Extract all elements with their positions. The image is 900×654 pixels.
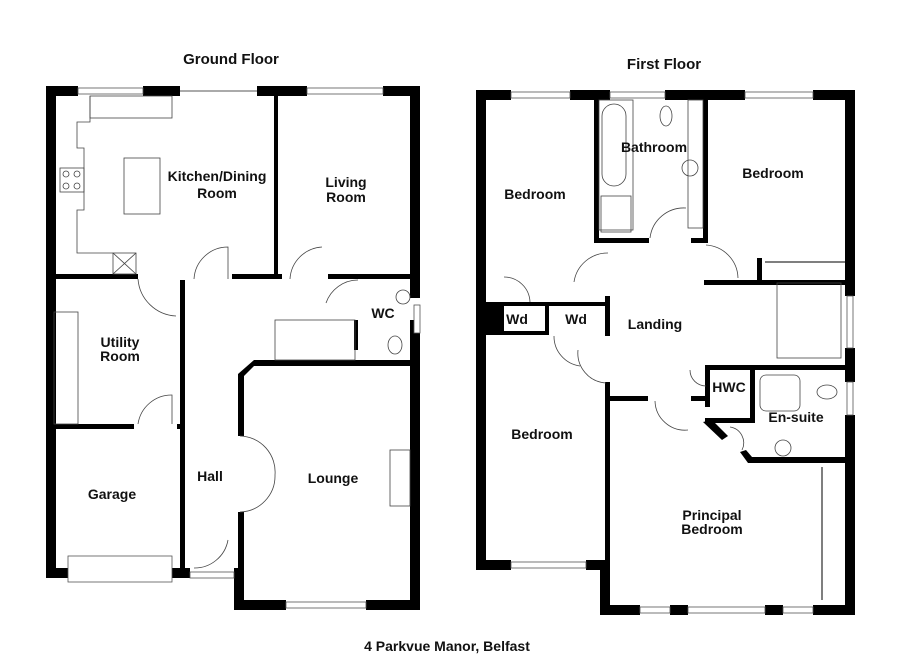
room-label-bathroom: Bathroom	[621, 139, 687, 155]
room-label-hall: Hall	[197, 468, 223, 484]
ground-floor-plan: Ground Floor	[46, 51, 421, 610]
room-label-wc: WC	[371, 305, 394, 321]
ground-floor-title: Ground Floor	[183, 51, 279, 68]
room-label-living-2: Room	[326, 189, 366, 205]
room-label-bedroom-right: Bedroom	[742, 165, 803, 181]
room-label-kitchen-dining-2: Room	[197, 185, 237, 201]
first-floor-title: First Floor	[627, 56, 701, 73]
room-label-wardrobe-1: Wd	[506, 311, 528, 327]
room-label-hwc: HWC	[712, 379, 745, 395]
room-label-principal-bedroom-2: Bedroom	[681, 521, 742, 537]
room-label-lounge: Lounge	[308, 470, 359, 486]
room-label-bedroom-left: Bedroom	[504, 186, 565, 202]
room-label-en-suite: En-suite	[768, 409, 823, 425]
room-label-principal-bedroom: Principal	[682, 507, 741, 523]
room-label-utility-2: Room	[100, 348, 140, 364]
room-label-wardrobe-2: Wd	[565, 311, 587, 327]
room-label-garage: Garage	[88, 486, 136, 502]
room-label-living: Living	[325, 174, 366, 190]
room-label-kitchen-dining: Kitchen/Dining	[168, 168, 267, 184]
first-floor-plan: First Floor	[476, 56, 855, 615]
property-address: 4 Parkvue Manor, Belfast	[364, 638, 530, 654]
room-label-landing: Landing	[628, 316, 682, 332]
room-label-bedroom-bottom: Bedroom	[511, 426, 572, 442]
room-label-utility: Utility	[101, 334, 140, 350]
